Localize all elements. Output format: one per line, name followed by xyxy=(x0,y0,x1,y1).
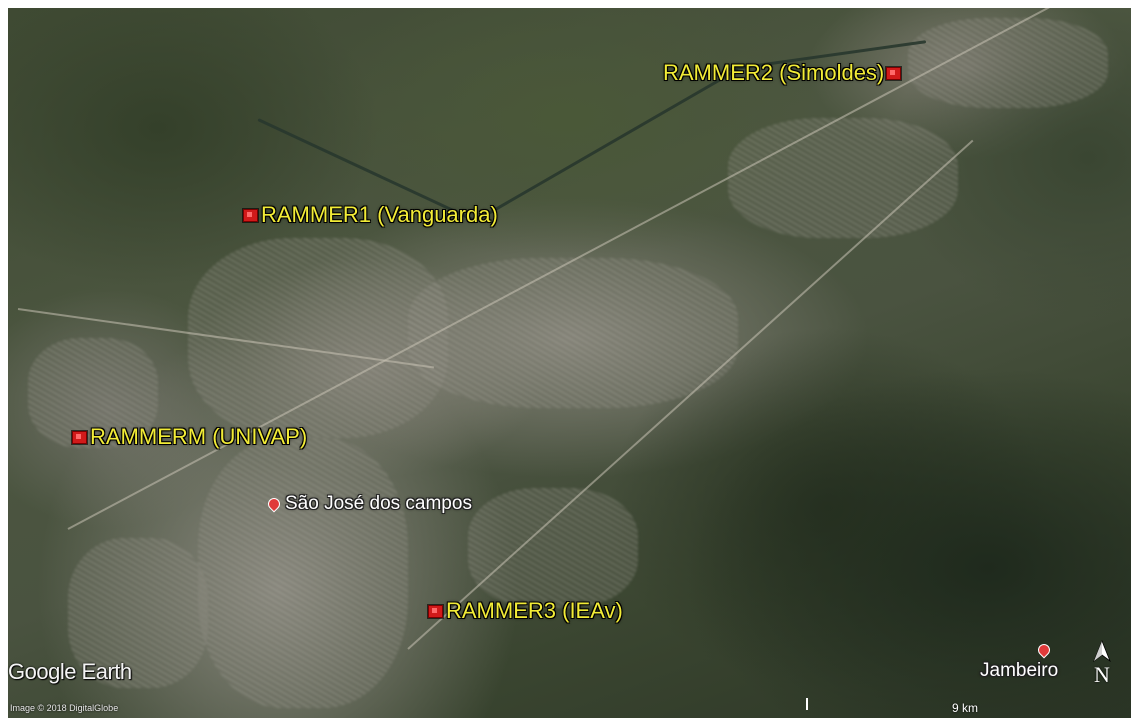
station-label: RAMMER2 (Simoldes) xyxy=(663,60,885,85)
place-label: Jambeiro xyxy=(980,660,1059,681)
place-pin-icon[interactable] xyxy=(1035,641,1053,659)
river xyxy=(477,68,739,221)
imagery-credit: Image © 2018 DigitalGlobe xyxy=(10,703,119,713)
urban-area xyxy=(468,488,638,608)
urban-area xyxy=(68,538,208,688)
station-rammer3[interactable]: RAMMER3 (IEAv) xyxy=(428,598,623,624)
station-marker-icon[interactable] xyxy=(886,66,902,80)
north-letter: N xyxy=(1094,662,1110,687)
station-rammer2[interactable]: RAMMER2 (Simoldes) xyxy=(663,60,902,86)
urban-area xyxy=(908,18,1108,108)
urban-area xyxy=(408,258,738,408)
station-label: RAMMERM (UNIVAP) xyxy=(90,424,308,449)
station-marker-icon[interactable] xyxy=(72,430,87,444)
station-label: RAMMER1 (Vanguarda) xyxy=(261,202,498,227)
scale-bar xyxy=(806,698,980,710)
station-marker-icon[interactable] xyxy=(243,208,258,222)
place-label: São José dos campos xyxy=(285,493,472,514)
north-arrow-icon xyxy=(1093,640,1111,662)
place-jambeiro[interactable]: Jambeiro xyxy=(980,641,1058,682)
urban-area xyxy=(198,438,408,708)
place-sao-jose-dos-campos[interactable]: São José dos campos xyxy=(265,493,472,515)
station-label: RAMMER3 (IEAv) xyxy=(446,598,623,623)
urban-area xyxy=(728,118,958,238)
satellite-map[interactable] xyxy=(8,8,1131,718)
station-marker-icon[interactable] xyxy=(428,604,443,618)
north-arrow[interactable]: N xyxy=(1087,640,1117,702)
station-rammerm[interactable]: RAMMERM (UNIVAP) xyxy=(72,424,307,450)
place-pin-icon[interactable] xyxy=(265,495,283,513)
urban-area xyxy=(28,338,158,448)
google-earth-logo: Google Earth xyxy=(8,659,132,684)
station-rammer1[interactable]: RAMMER1 (Vanguarda) xyxy=(243,202,498,228)
scale-label: 9 km xyxy=(952,701,979,715)
